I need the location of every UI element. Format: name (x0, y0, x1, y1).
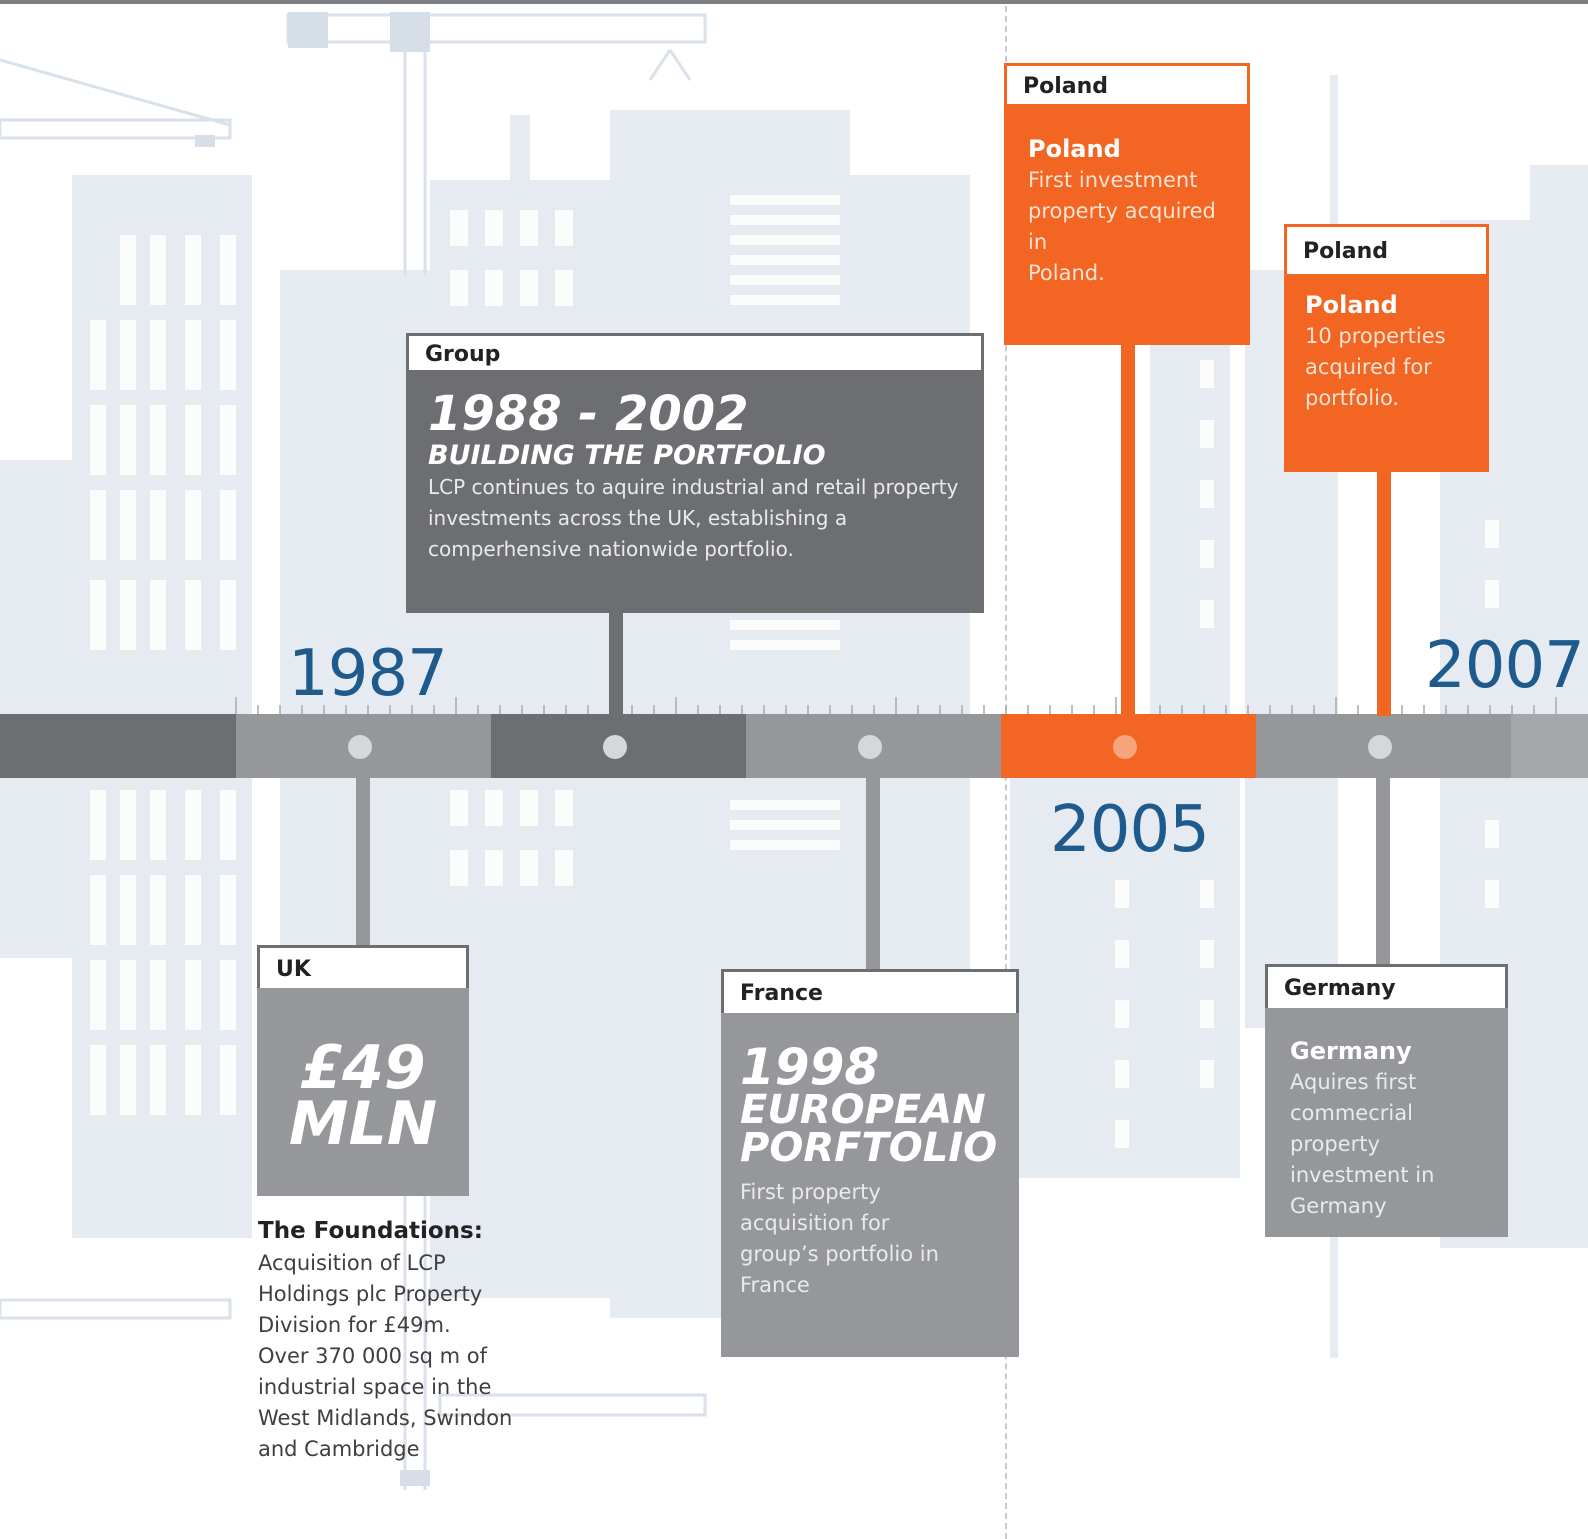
card-poland-2007[interactable]: Poland Poland 10 properties acquired for… (1284, 224, 1489, 472)
card-tab-label: France (721, 969, 1019, 1013)
card-text-line: acquired for (1305, 355, 1432, 379)
foundations-line: Holdings plc Property (258, 1282, 483, 1306)
card-text-line: acquisition for (740, 1211, 890, 1235)
card-subtitle: BUILDING THE PORTFOLIO (428, 440, 826, 471)
amount-value: £49 (300, 1033, 426, 1103)
top-border (0, 0, 1588, 4)
timeline-marker[interactable] (1368, 735, 1392, 759)
card-range: 1988 - 2002 (428, 386, 749, 442)
timeline-marker[interactable] (858, 735, 882, 759)
timeline-segment (0, 714, 236, 778)
amount-unit: MLN (288, 1089, 438, 1159)
foundations-line: and Cambridge (258, 1437, 420, 1461)
card-text-line: investments across the UK, establishing … (428, 506, 848, 530)
card-text-line: First investment (1028, 168, 1198, 192)
card-tab-label: Poland (1004, 63, 1250, 104)
timeline-marker-active[interactable] (1113, 735, 1137, 759)
foundations-line: Over 370 000 sq m of (258, 1344, 488, 1368)
card-germany[interactable]: Germany Germany Aquires first commecrial… (1265, 964, 1508, 1237)
timeline-segment (1511, 714, 1588, 778)
card-tab-label: UK (257, 945, 469, 988)
card-text-line: First property (740, 1180, 881, 1204)
card-body: £49 MLN (257, 988, 469, 1196)
card-body: Poland 10 properties acquired for portfo… (1284, 274, 1489, 472)
card-text-line: France (740, 1273, 810, 1297)
card-tab-label: Germany (1265, 964, 1508, 1008)
card-year: 1998 (740, 1038, 880, 1096)
card-text-line: Germany (1290, 1194, 1387, 1218)
card-title-line: EUROPEAN (740, 1087, 986, 1133)
card-text-line: Poland. (1028, 261, 1105, 285)
connector-poland-2007 (1377, 470, 1391, 716)
card-body: 1988 - 2002 BUILDING THE PORTFOLIO LCP c… (406, 370, 984, 613)
foundations-line: West Midlands, Swindon (258, 1406, 513, 1430)
connector-uk (356, 778, 370, 948)
card-france[interactable]: France 1998 EUROPEAN PORFTOLIO First pro… (721, 969, 1019, 1357)
foundations-line: Division for £49m. (258, 1313, 451, 1337)
timeline-marker[interactable] (603, 735, 627, 759)
connector-poland-2005 (1121, 344, 1135, 716)
card-text-line: Aquires first (1290, 1070, 1417, 1094)
card-uk[interactable]: UK £49 MLN (257, 945, 469, 1196)
year-label-1987: 1987 (288, 637, 448, 711)
card-tab-label: Group (406, 333, 984, 370)
card-text-line: LCP continues to aquire industrial and r… (428, 475, 959, 499)
foundations-title: The Foundations: (258, 1218, 483, 1244)
card-text-line: portfolio. (1305, 386, 1400, 410)
timeline-marker[interactable] (348, 735, 372, 759)
card-body: Poland First investment property acquire… (1004, 104, 1250, 345)
card-poland-2005[interactable]: Poland Poland First investment property … (1004, 63, 1250, 345)
year-label-2005: 2005 (1050, 793, 1210, 867)
card-text-line: group’s portfolio in (740, 1242, 939, 1266)
card-heading: Germany (1290, 1037, 1412, 1065)
card-text-line: 10 properties (1305, 324, 1446, 348)
card-body: Germany Aquires first commecrial propert… (1265, 1008, 1508, 1237)
card-body: 1998 EUROPEAN PORFTOLIO First property a… (721, 1013, 1019, 1357)
foundations-line: Acquisition of LCP (258, 1251, 446, 1275)
card-heading: Poland (1305, 291, 1398, 319)
card-text-line: property acquired in (1028, 199, 1216, 254)
card-group[interactable]: Group 1988 - 2002 BUILDING THE PORTFOLIO… (406, 333, 984, 613)
foundations-description: The Foundations: Acquisition of LCP Hold… (258, 1214, 518, 1465)
card-title-line: PORFTOLIO (740, 1125, 998, 1171)
card-text-line: comperhensive nationwide portfolio. (428, 537, 794, 561)
year-label-2007: 2007 (1425, 629, 1585, 703)
card-text-line: investment in (1290, 1163, 1435, 1187)
card-text-line: commecrial property (1290, 1101, 1413, 1156)
connector-germany (1376, 778, 1390, 966)
connector-group (609, 612, 623, 716)
card-tab-label: Poland (1284, 224, 1489, 274)
connector-france (866, 778, 880, 970)
card-heading: Poland (1028, 135, 1121, 163)
foundations-line: industrial space in the (258, 1375, 492, 1399)
